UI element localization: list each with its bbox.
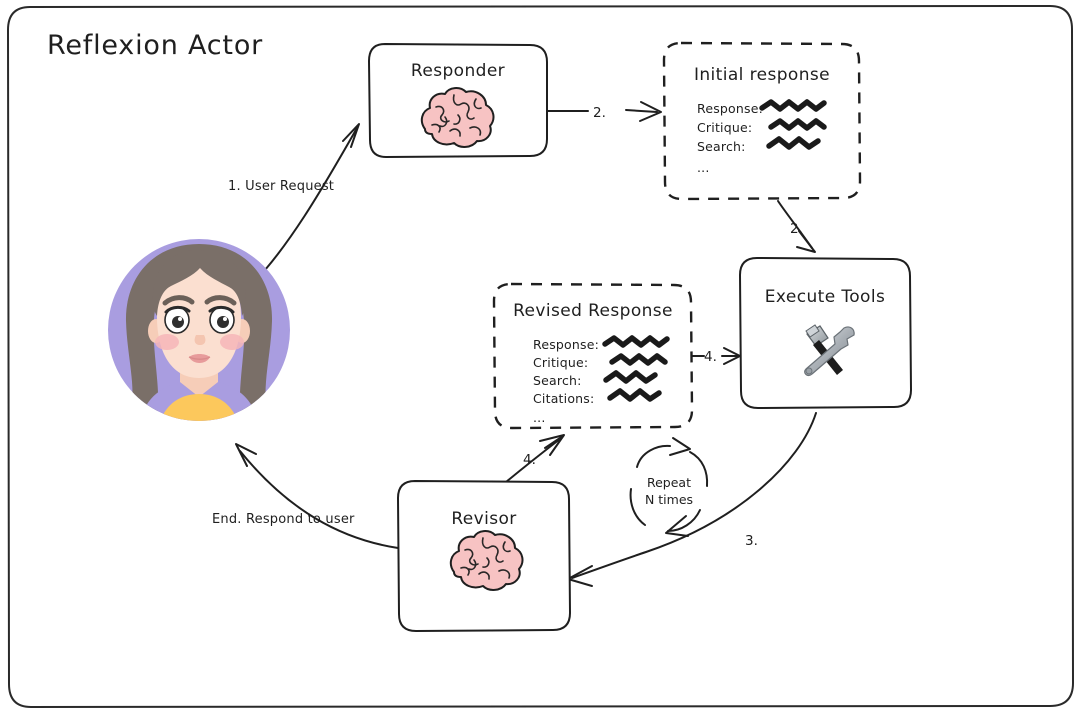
edge-label-step4b: 4. bbox=[704, 349, 717, 365]
node-label-responder: Responder bbox=[411, 61, 505, 81]
repeat-loop-line1: Repeat bbox=[647, 475, 691, 490]
edge-label-step2b: 2. bbox=[790, 221, 803, 237]
field-label: Response: bbox=[697, 101, 763, 116]
field-label: Critique: bbox=[533, 355, 588, 370]
node-label-revised-response: Revised Response bbox=[513, 301, 673, 321]
field-label: Critique: bbox=[697, 120, 752, 135]
edge-label-user-request: 1. User Request bbox=[228, 179, 334, 194]
node-label-initial-response: Initial response bbox=[694, 65, 830, 85]
initial-response-squiggles bbox=[759, 99, 827, 150]
woman-avatar-icon bbox=[108, 239, 290, 421]
node-label-execute-tools: Execute Tools bbox=[765, 287, 885, 307]
edge-label-step3: 3. bbox=[745, 533, 758, 549]
node-execute-tools-box[interactable] bbox=[738, 256, 913, 410]
brain-icon bbox=[449, 530, 524, 591]
edge-responder-to-initial bbox=[547, 101, 662, 122]
edge-revisor-to-user bbox=[235, 443, 399, 549]
field-label: Citations: bbox=[533, 391, 594, 406]
field-ellipsis: ... bbox=[697, 160, 710, 175]
edge-label-step4a: 4. bbox=[523, 452, 536, 468]
edge-label-end-respond: End. Respond to user bbox=[212, 512, 355, 527]
node-label-revisor: Revisor bbox=[451, 509, 516, 529]
edge-initial-to-tools bbox=[777, 200, 816, 253]
node-initial-response-box[interactable] bbox=[662, 41, 862, 201]
field-label: Response: bbox=[533, 337, 599, 352]
repeat-loop-icon bbox=[629, 437, 709, 537]
revised-response-squiggles bbox=[602, 335, 670, 402]
field-label: Search: bbox=[533, 373, 582, 388]
field-ellipsis: ... bbox=[533, 410, 546, 425]
field-label: Search: bbox=[697, 139, 746, 154]
user-avatar[interactable] bbox=[108, 239, 290, 444]
hammer-and-wrench-icon bbox=[804, 324, 855, 377]
repeat-loop-line2: N times bbox=[645, 492, 693, 507]
edge-label-step2a: 2. bbox=[593, 105, 606, 121]
page-title: Reflexion Actor bbox=[47, 30, 263, 61]
brain-icon bbox=[420, 87, 495, 148]
